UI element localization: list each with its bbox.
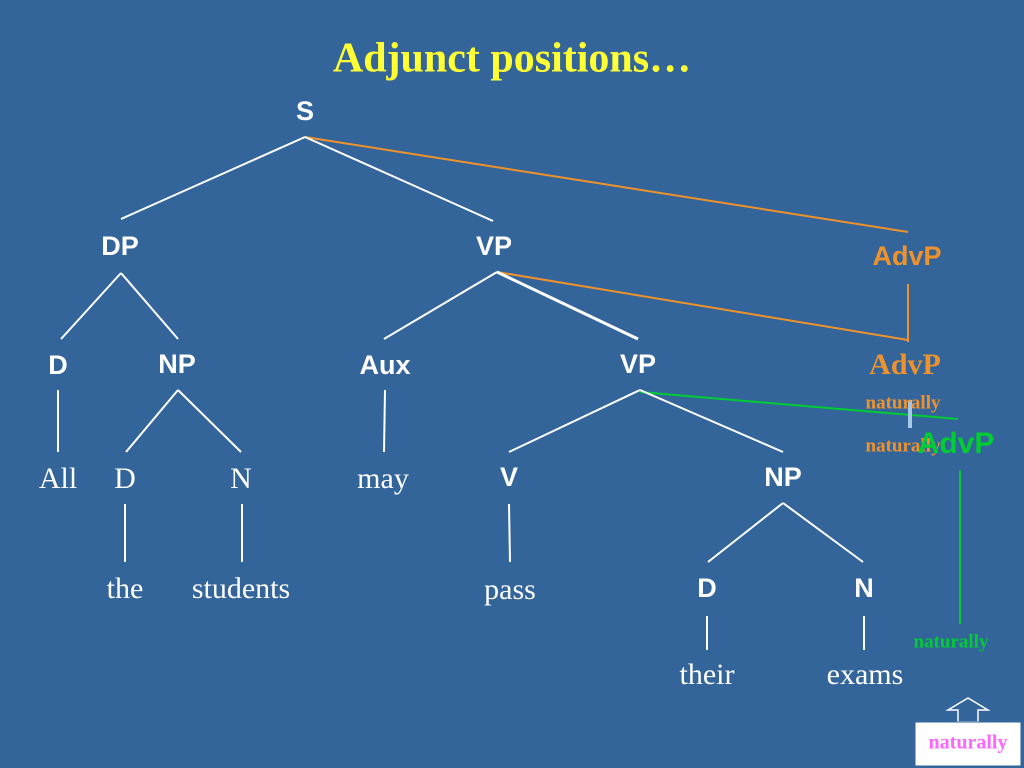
node-vp-low: VP (620, 349, 656, 379)
advp-low-word: naturally (914, 631, 989, 652)
word-the: the (107, 572, 144, 605)
up-arrow-icon (945, 697, 991, 723)
tree-nodes: S DP VP D NP Aux VP V NP D N All D N the… (39, 96, 903, 691)
advp-sentence-level: AdvP (872, 241, 941, 271)
slide-title: Adjunct positions… (333, 36, 691, 82)
advp-vp-word: naturally (866, 392, 941, 413)
edge-np-d-their (707, 502, 784, 563)
node-v: V (500, 462, 518, 492)
advp-vp-level: AdvP (869, 348, 941, 381)
edge-aux-may (383, 389, 386, 453)
edge-dp-d (60, 272, 122, 340)
edge-vp-low-advp (639, 391, 959, 420)
node-d-the: D (114, 462, 136, 495)
advp-low-word-overlap: naturally (866, 435, 941, 456)
tree-edges (57, 136, 865, 650)
word-pass: pass (484, 573, 536, 606)
node-dp: DP (101, 231, 139, 261)
edge-np-n (177, 389, 242, 453)
edge-s-dp (120, 136, 306, 220)
adjunct-labels: AdvP AdvP naturally naturally AdvP natur… (866, 241, 995, 652)
advp-low-level: AdvP (918, 427, 995, 460)
source-word-box (914, 721, 1022, 767)
word-all: All (39, 462, 77, 495)
word-exams: exams (827, 658, 904, 691)
node-np-object: NP (764, 462, 802, 492)
edge-vp-advp (496, 271, 909, 341)
word-may: may (357, 462, 409, 495)
node-vp-top: VP (476, 231, 512, 261)
source-word-group: naturally (914, 697, 1022, 767)
word-their: their (680, 658, 735, 691)
node-s: S (296, 96, 314, 126)
node-aux: Aux (359, 350, 410, 380)
green-adjunct-edges (639, 391, 961, 624)
edge-v-pass (508, 503, 511, 563)
node-d-their: D (697, 573, 717, 603)
edge-vp-v (508, 389, 641, 453)
edge-np-d (125, 389, 179, 453)
word-students: students (192, 572, 290, 605)
node-np-subject: NP (158, 349, 196, 379)
edge-s-vp (304, 136, 494, 222)
edge-vp-vp (496, 270, 639, 341)
node-n-exams: N (854, 573, 874, 603)
node-d-subject: D (48, 350, 68, 380)
edge-dp-np (120, 272, 179, 340)
edge-vp-np (639, 389, 784, 453)
edge-vp-aux (383, 271, 498, 340)
node-n-students: N (230, 462, 252, 495)
source-word: naturally (929, 732, 1008, 754)
orange-adjunct-edges (304, 136, 909, 342)
edge-s-advp (304, 136, 909, 233)
edge-np-n-exams (782, 502, 864, 563)
